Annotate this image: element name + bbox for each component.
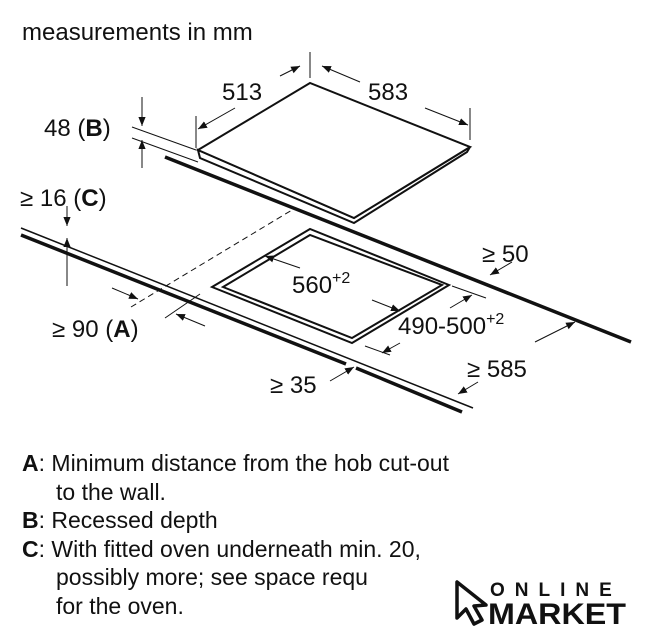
legend-item-b: B: Recessed depth xyxy=(22,507,218,533)
label-min-thickness: ≥ 16 (C) xyxy=(20,185,107,212)
diagram-title: measurements in mm xyxy=(22,19,253,46)
label-counter-depth: ≥ 585 xyxy=(467,356,527,383)
legend-item-c: C: With fitted oven underneath min. 20, xyxy=(22,535,421,562)
legend-item-a-cont: to the wall. xyxy=(56,478,166,505)
label-wall-distance: ≥ 90 (A) xyxy=(52,316,139,343)
label-hob-width: 583 xyxy=(368,79,408,106)
label-cutout-depth: 490-500+2 xyxy=(398,311,504,340)
label-hob-depth: 513 xyxy=(222,79,262,106)
label-front-clearance: ≥ 35 xyxy=(270,372,317,399)
label-back-clearance: ≥ 50 xyxy=(482,241,529,268)
legend: A: Minimum distance from the hob cut-out… xyxy=(22,449,449,620)
legend-item-c-cont: possibly more; see space requ xyxy=(56,564,368,590)
label-cutout-width: 560+2 xyxy=(292,270,350,299)
countertop xyxy=(20,155,632,414)
hob xyxy=(195,81,473,225)
cursor-icon: ONLINE MARKET xyxy=(455,580,626,630)
watermark-logo: ONLINE MARKET xyxy=(452,574,632,630)
legend-item-c-cont2: for the oven. xyxy=(56,592,184,619)
label-recess-depth: 48 (B) xyxy=(44,115,111,142)
legend-item-a: A: Minimum distance from the hob cut-out xyxy=(22,450,449,476)
dimension-lines xyxy=(63,52,576,395)
cutout xyxy=(209,227,452,345)
svg-text:ONLINE: ONLINE xyxy=(490,580,622,601)
svg-text:MARKET: MARKET xyxy=(488,598,626,630)
